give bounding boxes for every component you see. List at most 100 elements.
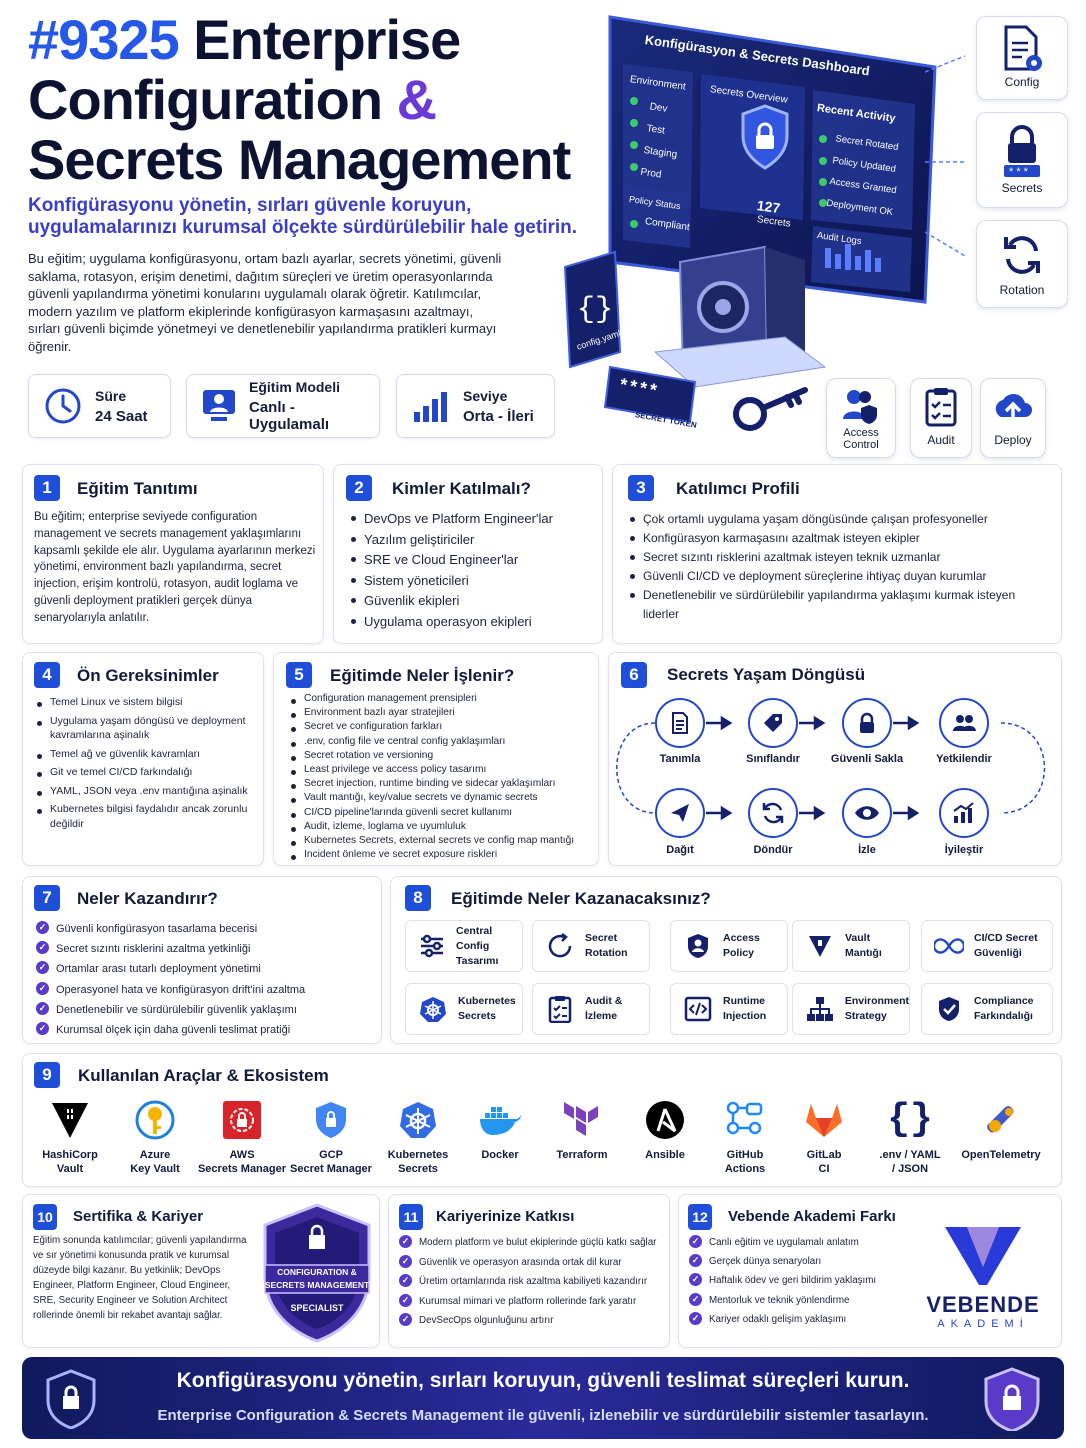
page-title: #9325 Enterprise Configuration & Secrets…: [28, 8, 571, 191]
list-item: DevOps ve Platform Engineer'lar: [348, 509, 598, 530]
difference-list: Canlı eğitim ve uygulamalı anlatımGerçek…: [689, 1233, 909, 1329]
list-item: Secret sızıntı risklerini azaltma yetkin…: [36, 939, 376, 959]
tool-ansible: Ansible: [620, 1098, 710, 1162]
infinity-icon: [934, 931, 964, 961]
list-item: Kariyer odaklı gelişim yaklaşımı: [689, 1310, 909, 1329]
tool-opentelemetry: OpenTelemetry: [956, 1098, 1046, 1162]
shield-check-icon: [934, 994, 964, 1024]
list-item: Uygulama yaşam döngüsü ve deployment kav…: [34, 714, 260, 743]
certificate-badge: CONFIGURATION &SECRETS MANAGEMENT SPECIA…: [261, 1203, 373, 1343]
braces-icon: {}: [887, 1098, 933, 1141]
list-item: Gerçek dünya senaryoları: [689, 1252, 909, 1271]
gitlab-icon: [802, 1098, 846, 1142]
list-item: Audit, izleme, loglama ve uyumluluk: [288, 820, 600, 834]
svg-text:* * *: * * *: [1009, 166, 1029, 178]
list-item: Environment bazlı ayar stratejileri: [288, 706, 600, 720]
list-item: Sistem yöneticileri: [348, 571, 598, 592]
opentelemetry-icon: [979, 1098, 1023, 1142]
list-item: Güvenlik ekipleri: [348, 591, 598, 612]
config-file-icon: [1000, 25, 1044, 73]
rotate-icon: [545, 931, 575, 961]
lock-icon: * * *: [1000, 123, 1044, 179]
presenter-icon: [199, 384, 239, 428]
svg-text:{}: {}: [577, 293, 613, 327]
list-item: Secret injection, runtime binding ve sid…: [288, 777, 600, 791]
send-icon: [655, 788, 705, 838]
chart-up-icon: [939, 788, 989, 838]
banner-line-2: Enterprise Configuration & Secrets Manag…: [157, 1407, 929, 1424]
gcp-secret-icon: [309, 1098, 353, 1142]
docker-icon: [478, 1098, 522, 1142]
list-item: Temel ağ ve güvenlik kavramları: [34, 747, 260, 762]
section-topics: 5 Eğitimde Neler İşlenir? Configuration …: [273, 652, 599, 866]
deploy-item: Deploy: [980, 378, 1046, 458]
list-item: Denetlenebilir ve sürdürülebilir yapılan…: [627, 586, 1047, 624]
kubernetes-icon: [396, 1098, 440, 1142]
terraform-icon: [560, 1098, 604, 1142]
list-item: Incident önleme ve secret exposure riskl…: [288, 848, 600, 862]
list-item: Güvenlik ve operasyon arasında ortak dil…: [399, 1253, 667, 1273]
github-actions-icon: [723, 1098, 767, 1142]
list-item: Kubernetes Secrets, external secrets ve …: [288, 834, 600, 848]
cloud-upload-icon: [991, 387, 1035, 427]
section-career-impact: 11 Kariyerinize Katkısı Modern platform …: [388, 1194, 670, 1348]
side-secrets: * * * Secrets: [976, 112, 1068, 208]
list-item: DevSecOps olgunluğunu artırır: [399, 1311, 667, 1331]
vebende-logo: VEBENDE AKADEMİ: [921, 1225, 1045, 1330]
section-certificate: 10 Sertifika & Kariyer Eğitim sonunda ka…: [22, 1194, 380, 1348]
intro-text: Bu eğitim; uygulama konfigürasyonu, orta…: [28, 251, 502, 354]
access-control-item: Access Control: [826, 378, 896, 458]
aws-secrets-icon: [220, 1098, 264, 1142]
section-benefits: 7 Neler Kazandırır? Güvenli konfigürasyo…: [22, 876, 382, 1044]
list-item: Vault mantığı, key/value secrets ve dyna…: [288, 791, 600, 805]
hierarchy-icon: [805, 994, 835, 1024]
list-item: Configuration management prensipleri: [288, 692, 600, 706]
list-item: Kubernetes bilgisi faydalıdır ancak zoru…: [34, 802, 260, 831]
list-item: Yazılım geliştiriciler: [348, 530, 598, 551]
list-item: Mentorluk ve teknik yönlendirme: [689, 1291, 909, 1310]
list-item: Temel Linux ve sistem bilgisi: [34, 695, 260, 710]
banner-line-1: Konfigürasyonu yönetin, sırları koruyun,…: [176, 1369, 910, 1392]
access-control-icon: [841, 387, 881, 425]
list-item: YAML, JSON veya .env mantığına aşinalık: [34, 784, 260, 799]
profile-list: Çok ortamlı uygulama yaşam döngüsünde ça…: [627, 510, 1047, 624]
kubernetes-icon: [418, 994, 448, 1024]
azure-key-vault-icon: [133, 1098, 177, 1142]
side-config: Config: [976, 16, 1068, 100]
list-item: Konfigürasyon karmaşasını azaltmak istey…: [627, 529, 1047, 548]
list-item: Güvenli CI/CD ve deployment süreçlerine …: [627, 567, 1047, 586]
list-item: Least privilege ve access policy tasarım…: [288, 763, 600, 777]
list-item: Haftalık ödev ve geri bildirim yaklaşımı: [689, 1271, 909, 1290]
list-item: Ortamlar arası tutarlı deployment yöneti…: [36, 959, 376, 979]
level-bars-icon: [409, 384, 453, 428]
footer-banner: Konfigürasyonu yönetin, sırları koruyun,…: [22, 1357, 1064, 1439]
secret-count: 127: [755, 197, 782, 217]
list-item: Secret ve configuration farkları: [288, 720, 600, 734]
side-rotation: Rotation: [976, 220, 1068, 308]
list-item: CI/CD pipeline'larında güvenli secret ku…: [288, 806, 600, 820]
section-prerequisites: 4 Ön Gereksinimler Temel Linux ve sistem…: [22, 652, 264, 866]
list-item: Secret sızıntı risklerini azaltmak istey…: [627, 548, 1047, 567]
ansible-icon: [643, 1098, 687, 1142]
section-secrets-lifecycle: 6 Secrets Yaşam Döngüsü Tanımla Sınıflan…: [608, 652, 1062, 866]
section-gains: 8 Eğitimde Neler Kazanacaksınız? Central…: [390, 876, 1062, 1044]
hashicorp-vault-icon: [48, 1098, 92, 1142]
